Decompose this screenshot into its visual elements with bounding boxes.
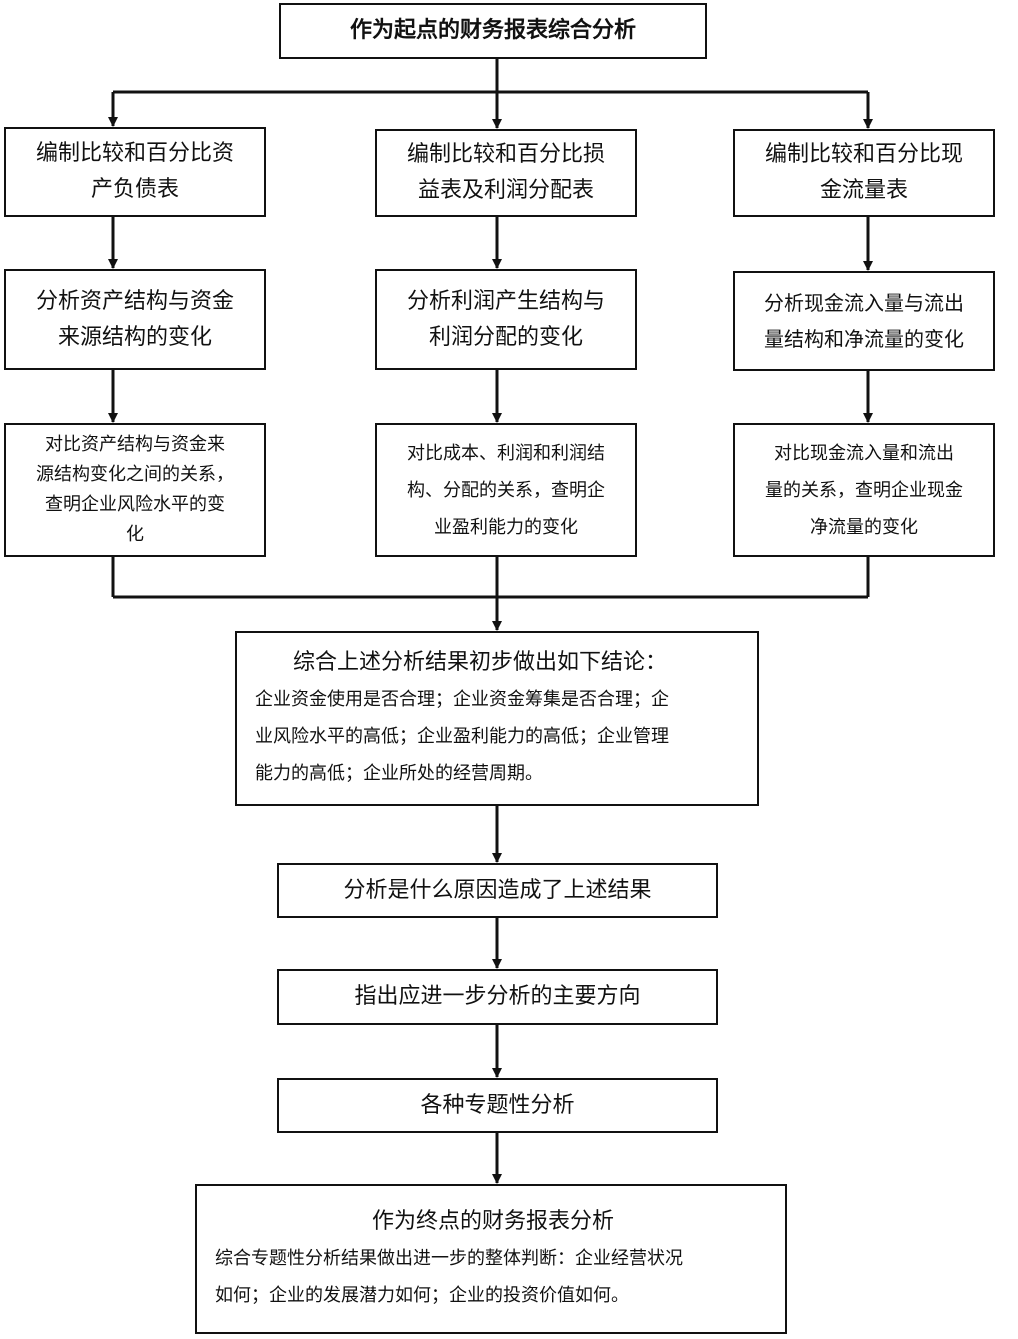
node-next-direction: 指出应进一步分析的主要方向	[277, 969, 718, 1025]
node-analyze-cash-structure: 分析现金流入量与流出 量结构和净流量的变化	[733, 271, 995, 371]
node-label: 分析资产结构与资金 来源结构的变化	[35, 288, 234, 350]
node-label: 指出应进一步分析的主要方向	[354, 984, 641, 1009]
node-label: 编制比较和百分比现 金流量表	[764, 142, 963, 203]
node-label: 分析是什么原因造成了上述结果	[343, 877, 652, 903]
node-compare-profitability: 对比成本、利润和利润结 构、分配的关系，查明企 业盈利能力的变化	[375, 423, 637, 557]
summary-body: 企业资金使用是否合理；企业资金筹集是否合理；企 业风险水平的高低；企业盈利能力的…	[255, 689, 669, 784]
node-label: 分析利润产生结构与 利润分配的变化	[406, 288, 605, 350]
node-label: 编制比较和百分比资 产负债表	[35, 141, 234, 202]
node-label: 分析现金流入量与流出 量结构和净流量的变化	[764, 291, 964, 351]
node-preliminary-conclusion: 综合上述分析结果初步做出如下结论： 企业资金使用是否合理；企业资金筹集是否合理；…	[235, 631, 759, 806]
node-compare-risk-level: 对比资产结构与资金来 源结构变化之间的关系， 查明企业风险水平的变 化	[4, 423, 266, 557]
end-body: 综合专题性分析结果做出进一步的整体判断：企业经营状况 如何；企业的发展潜力如何；…	[215, 1248, 683, 1306]
node-prepare-balance-sheet: 编制比较和百分比资 产负债表	[4, 127, 266, 217]
node-analyze-profit-structure: 分析利润产生结构与 利润分配的变化	[375, 269, 637, 370]
start-node: 作为起点的财务报表综合分析	[279, 3, 707, 59]
node-compare-cash-flow: 对比现金流入量和流出 量的关系，查明企业现金 净流量的变化	[733, 423, 995, 557]
node-label: 各种专题性分析	[420, 1092, 575, 1118]
node-prepare-income-statement: 编制比较和百分比损 益表及利润分配表	[375, 129, 637, 217]
end-title: 作为终点的财务报表分析	[371, 1209, 614, 1234]
node-analyze-causes: 分析是什么原因造成了上述结果	[277, 863, 718, 918]
node-label: 对比成本、利润和利润结 构、分配的关系，查明企 业盈利能力的变化	[407, 442, 605, 538]
summary-title: 综合上述分析结果初步做出如下结论：	[293, 650, 668, 675]
node-prepare-cash-flow: 编制比较和百分比现 金流量表	[733, 129, 995, 217]
node-label: 编制比较和百分比损 益表及利润分配表	[406, 142, 605, 203]
start-label: 作为起点的财务报表综合分析	[349, 18, 636, 43]
node-special-analysis: 各种专题性分析	[277, 1078, 718, 1133]
node-label: 对比资产结构与资金来 源结构变化之间的关系， 查明企业风险水平的变 化	[36, 434, 234, 545]
end-node: 作为终点的财务报表分析 综合专题性分析结果做出进一步的整体判断：企业经营状况 如…	[195, 1184, 787, 1334]
node-analyze-asset-structure: 分析资产结构与资金 来源结构的变化	[4, 269, 266, 370]
node-label: 对比现金流入量和流出 量的关系，查明企业现金 净流量的变化	[765, 442, 963, 538]
